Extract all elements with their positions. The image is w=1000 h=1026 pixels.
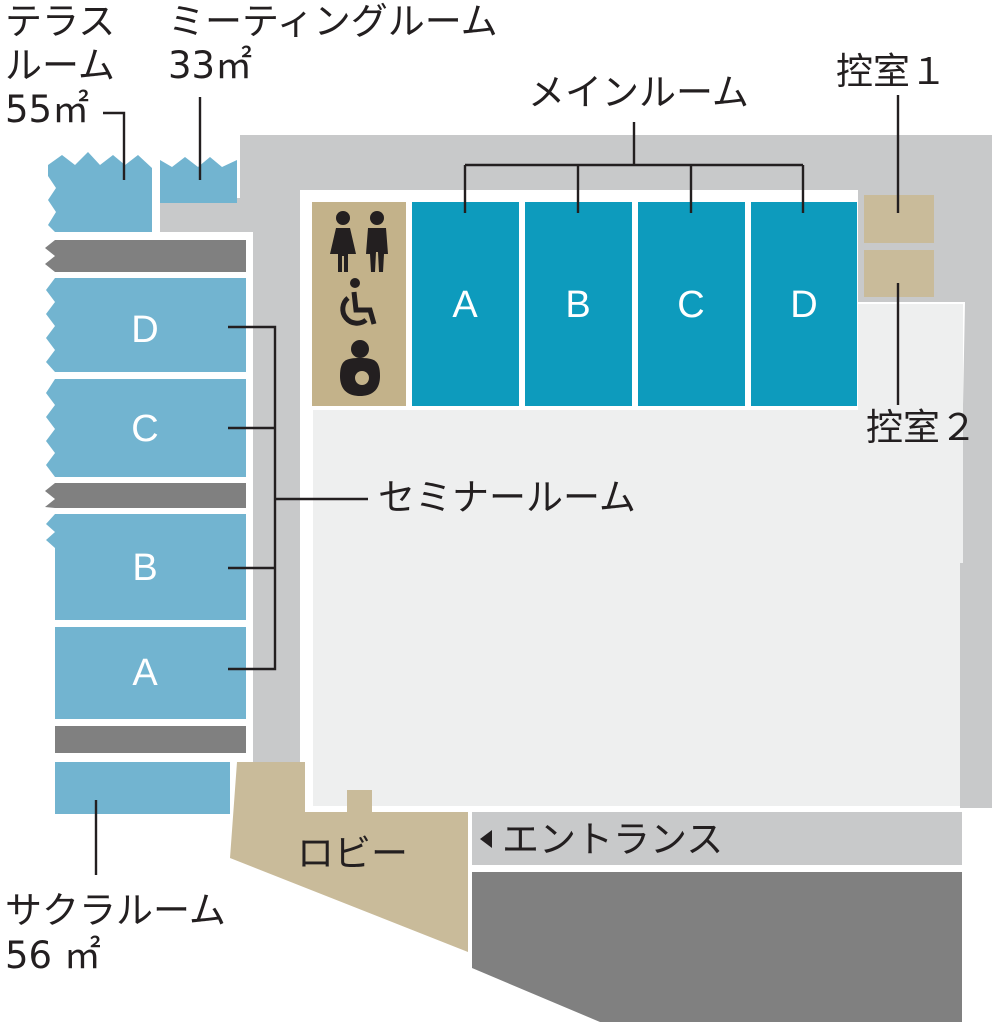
terrace-room-label-line1: テラス <box>5 0 115 43</box>
waiting-room-1-label: 控室１ <box>836 50 947 93</box>
left-dark-strip-1-jag <box>45 240 55 272</box>
left-dark-strip-3 <box>55 726 246 753</box>
seminar-room-d <box>46 278 246 372</box>
main-hall-floor <box>313 304 963 806</box>
dark-block <box>472 872 962 1022</box>
main-room-a <box>412 202 519 406</box>
meeting-room-label-area: 33㎡ <box>168 44 252 87</box>
sakura-room-label-area: 56 ㎡ <box>5 934 101 977</box>
main-room-label-d: D <box>790 284 817 326</box>
main-room-label: メインルーム <box>528 71 749 114</box>
left-dark-strip-1 <box>55 240 246 272</box>
main-rooms <box>412 202 857 406</box>
meeting-room-label: ミーティングルーム <box>168 0 498 43</box>
seminar-room-label: セミナールーム <box>378 476 636 519</box>
sakura-room <box>55 762 230 814</box>
main-room-label-b: B <box>565 284 590 326</box>
main-room-d <box>751 202 857 406</box>
seminar-room-label-d: D <box>131 309 158 351</box>
seminar-room-labels: D C B A <box>131 309 158 694</box>
entrance-label: エントランス <box>502 818 723 861</box>
seminar-room-b <box>46 514 246 620</box>
main-room-label-a: A <box>452 284 478 326</box>
nursing-room-icon <box>340 340 380 396</box>
restroom-icon <box>330 211 388 272</box>
left-dark-strip-2 <box>55 483 246 508</box>
seminar-room-label-a: A <box>132 652 158 694</box>
main-room-c <box>638 202 745 406</box>
meeting-room <box>160 157 237 203</box>
waiting-room-2-label: 控室２ <box>866 406 977 449</box>
wheelchair-icon <box>340 278 377 326</box>
seminar-room-label-c: C <box>131 408 158 450</box>
main-room-label-c: C <box>677 284 704 326</box>
terrace-room-label-area: 55㎡ <box>5 88 89 131</box>
seminar-room-a <box>55 627 246 719</box>
main-room-labels: A B C D <box>452 284 817 326</box>
terrace-room <box>48 152 152 232</box>
entrance-band <box>472 812 962 865</box>
main-room-b <box>525 202 632 406</box>
seminar-room-label-b: B <box>132 547 157 589</box>
leader-lines <box>94 95 900 875</box>
terrace-room-label-line2: ルーム <box>5 44 115 87</box>
seminar-room-c <box>46 379 246 477</box>
lobby-label: ロビー <box>297 832 408 875</box>
left-dark-strip-2-jag <box>45 483 55 508</box>
entrance-arrow-icon <box>480 830 492 848</box>
sakura-room-label: サクラルーム <box>5 889 226 932</box>
lobby-area <box>230 762 468 952</box>
